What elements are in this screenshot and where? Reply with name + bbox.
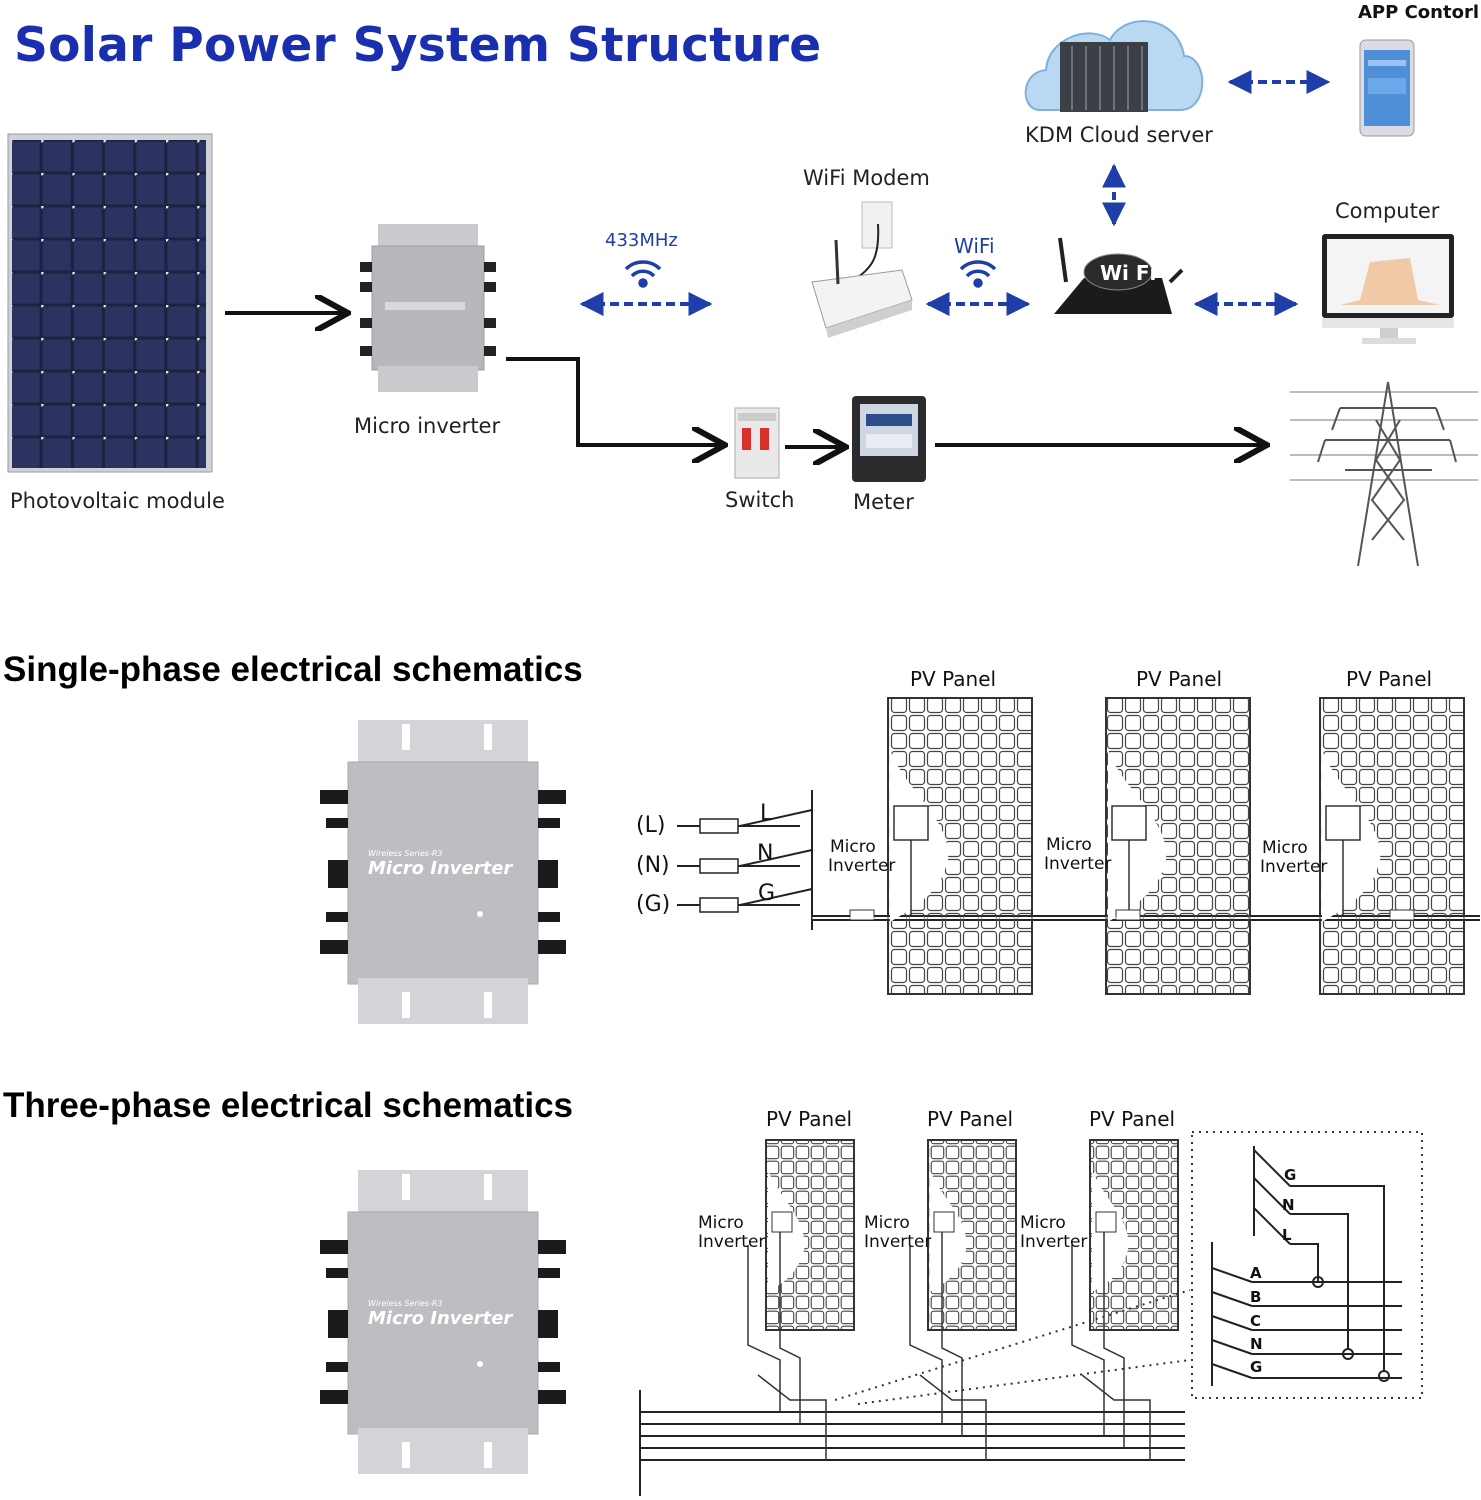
freq-433-label: 433MHz [605, 230, 678, 251]
wifi-icon [959, 260, 997, 288]
micro-inverter-label: Micro [1262, 838, 1308, 858]
cloud-server-label: KDM Cloud server [1025, 123, 1213, 147]
three-phase-inset [1211, 1146, 1402, 1386]
micro-inverter-label: Micro [698, 1213, 744, 1233]
pv-panel-1 [849, 697, 1033, 995]
device-name-text: Micro Inverter [368, 858, 513, 879]
micro-inverter-device: Wireless Series-R3 Micro Inverter [320, 1170, 566, 1474]
computer-label: Computer [1335, 199, 1440, 223]
inset-bus-label: B [1250, 1288, 1261, 1306]
pv-panel-label: PV Panel [927, 1107, 1013, 1131]
micro-inverter-label: Inverter [698, 1232, 765, 1252]
computer-image [1322, 234, 1454, 344]
inset-top-label: L [1282, 1226, 1292, 1244]
micro-inverter-label: Micro [1020, 1213, 1066, 1233]
link-433mhz [579, 260, 713, 316]
inset-bus-label: N [1250, 1335, 1263, 1353]
inset-bus-label: A [1250, 1264, 1262, 1282]
app-control-label: APP Contorl [1358, 2, 1479, 23]
link-wifi [925, 260, 1031, 316]
arrow-inverter-to-switch [506, 357, 722, 445]
micro-inverter-label: Micro [1046, 835, 1092, 855]
pv-panel-label: PV Panel [766, 1107, 852, 1131]
router-image [1054, 237, 1184, 314]
page-title: Solar Power System Structure [14, 18, 822, 73]
power-tower-image [1290, 381, 1478, 567]
inset-bus-label: G [1250, 1358, 1262, 1376]
wifi-modem-label: WiFi Modem [803, 166, 930, 190]
micro-inverter-label: Inverter [828, 856, 895, 876]
wire-letter-n: N [757, 841, 773, 866]
device-name-text: Micro Inverter [368, 1308, 513, 1329]
wire-letter-g: G [758, 881, 775, 906]
device-series-text: Wireless Series-R3 [368, 849, 443, 858]
pv-module-label: Photovoltaic module [10, 489, 225, 513]
inset-top-label: N [1282, 1196, 1295, 1214]
wifi-label: WiFi [954, 234, 995, 258]
micro-inverter-label: Micro inverter [354, 414, 501, 438]
micro-inverter-label: Micro [830, 837, 876, 857]
switch-image [734, 407, 780, 479]
meter-image [852, 396, 926, 482]
pv-panel-3 [1071, 1139, 1179, 1460]
three-phase-schematic: G N L A B C N G PV Panel PV Panel PV Pan… [639, 1107, 1423, 1496]
micro-inverter-label: Inverter [1020, 1232, 1087, 1252]
micro-inverter-label: Inverter [1260, 857, 1327, 877]
pv-panel-1 [747, 1139, 855, 1460]
micro-inverter-label: Inverter [1044, 854, 1111, 874]
micro-inverter-device: Wireless Series-R3 Micro Inverter [320, 720, 566, 1024]
wire-label-l: (L) [636, 813, 665, 838]
inset-bus-label: C [1250, 1312, 1261, 1330]
three-phase-heading: Three-phase electrical schematics [3, 1086, 574, 1125]
pv-panel-2 [1105, 697, 1251, 995]
pv-panel-label: PV Panel [1346, 667, 1432, 691]
single-phase-schematic: (L) (N) (G) L N G PV Panel PV Panel PV P… [636, 667, 1480, 995]
pv-panel-3 [1319, 697, 1465, 995]
wifi-modem-image [811, 201, 913, 338]
router-badge: Wi Fi [1100, 261, 1156, 285]
wire-label-n: (N) [636, 853, 670, 878]
switch-label: Switch [725, 488, 795, 512]
cloud-server-image [1024, 20, 1204, 112]
single-phase-heading: Single-phase electrical schematics [3, 650, 583, 689]
inset-top-label: G [1284, 1166, 1296, 1184]
pv-panel-label: PV Panel [1136, 667, 1222, 691]
micro-inverter-label: Inverter [864, 1232, 931, 1252]
pv-panel-2 [909, 1139, 1017, 1460]
wifi-icon [624, 260, 662, 288]
wire-letter-l: L [760, 801, 773, 826]
meter-label: Meter [853, 490, 914, 514]
device-series-text: Wireless Series-R3 [368, 1299, 443, 1308]
system-diagram: Wi Fi [7, 20, 1478, 567]
micro-inverter-image [360, 224, 496, 392]
micro-inverter-label: Micro [864, 1213, 910, 1233]
pv-module-image [7, 133, 213, 473]
wire-label-g: (G) [636, 892, 670, 917]
pv-panel-label: PV Panel [1089, 1107, 1175, 1131]
pv-panel-label: PV Panel [910, 667, 996, 691]
phone-image [1359, 39, 1415, 137]
